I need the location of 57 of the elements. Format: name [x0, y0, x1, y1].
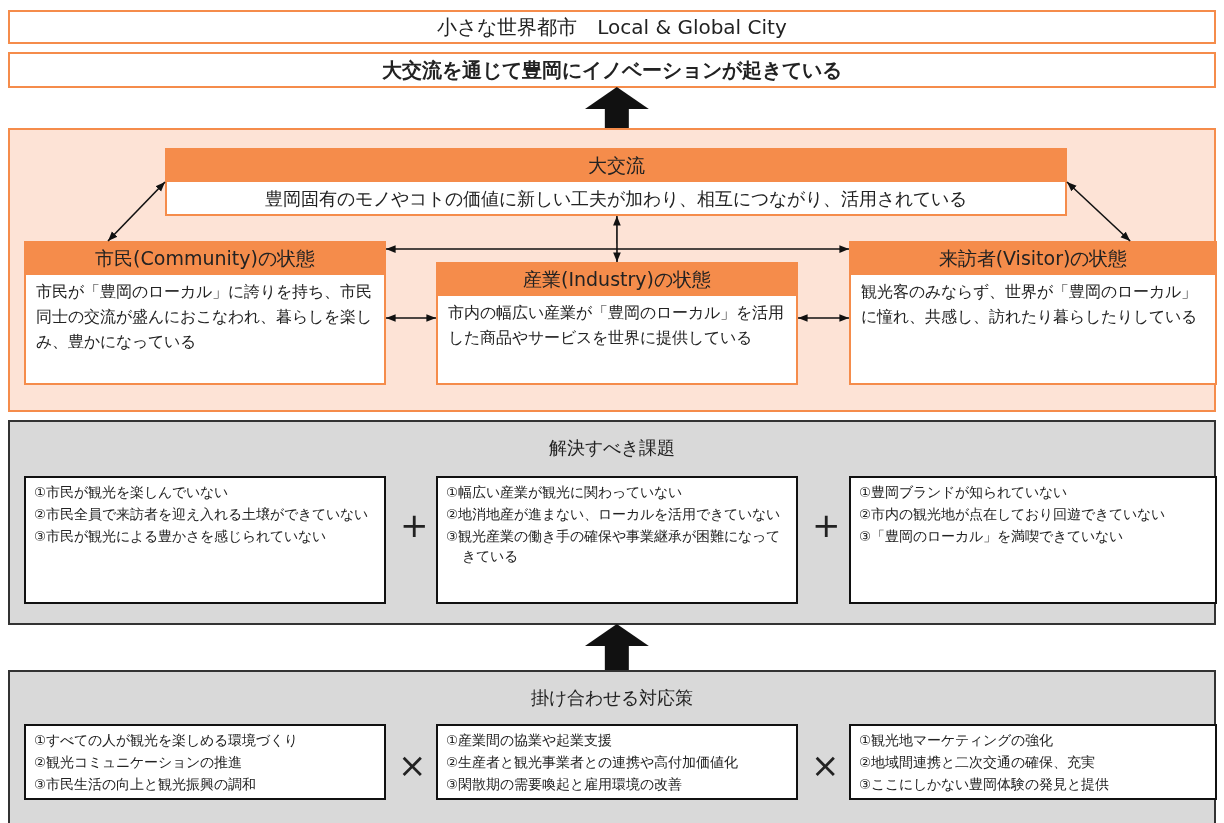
card-text: 豊岡固有のモノやコトの価値に新しい工夫が加わり、相互につながり、活用されている [264, 187, 968, 211]
list-item: ②市民全員で来訪者を迎え入れる土壌ができていない [34, 505, 370, 524]
arrow [385, 245, 850, 253]
list-box [436, 476, 798, 604]
heading-text: 大交流を通じて豊岡にイノベーションが起きている [382, 56, 842, 84]
list-box [849, 476, 1217, 604]
list-item: ③閑散期の需要喚起と雇用環境の改善 [446, 775, 684, 794]
list-item: ②観光コミュニケーションの推進 [34, 753, 244, 772]
list-item: ①産業間の協業や起業支援 [446, 731, 614, 750]
list-item: ①観光地マーケティングの強化 [859, 731, 1055, 750]
section-panel [8, 670, 1216, 823]
arrow [613, 215, 621, 263]
list-item: ①豊岡ブランドが知られていない [859, 483, 1069, 502]
list-item: ②生産者と観光事業者との連携や高付加価値化 [446, 753, 740, 772]
list-box [24, 476, 386, 604]
card-text: 観光客のみならず、世界が「豊岡のローカル」に憧れ、共感し、訪れたり暮らしたりしている [860, 281, 1198, 328]
list-box [849, 724, 1217, 800]
block-arrow [584, 624, 649, 670]
operator-sign: × [398, 748, 427, 782]
section-panel [8, 420, 1216, 625]
title-box [8, 10, 1216, 44]
arrow [107, 181, 166, 242]
card-heading: 市民(Community)の状態 [26, 243, 384, 275]
block-arrow [584, 87, 649, 128]
heading-text: 小さな世界都市 Local & Global City [437, 13, 787, 41]
panel-heading: 解決すべき課題 [549, 436, 675, 460]
panel-heading: 掛け合わせる対応策 [531, 686, 693, 710]
state-card [24, 241, 386, 385]
list-item: ②地域間連携と二次交通の確保、充実 [859, 753, 1097, 772]
card-text: 市内の幅広い産業が「豊岡のローカル」を活用した商品やサービスを世界に提供している [447, 302, 785, 349]
operator-sign: + [400, 508, 429, 542]
state-panel [8, 128, 1216, 412]
list-item: ③「豊岡のローカル」を満喫できていない [859, 527, 1125, 546]
arrow [797, 314, 850, 322]
list-item: ②市内の観光地が点在しており回遊できていない [859, 505, 1167, 524]
list-item: ③ここにしかない豊岡体験の発見と提供 [859, 775, 1111, 794]
operator-sign: × [811, 748, 840, 782]
list-box [436, 724, 798, 800]
arrow [1066, 181, 1131, 242]
list-item: ③観光産業の働き手の確保や事業継承が困難になってきている [446, 527, 782, 566]
title-box [8, 52, 1216, 88]
state-card [849, 241, 1217, 385]
list-item: ①市民が観光を楽しんでいない [34, 483, 230, 502]
card-heading: 大交流 [167, 150, 1065, 182]
state-card [165, 148, 1067, 216]
operator-sign: + [812, 508, 841, 542]
card-text: 市民が「豊岡のローカル」に誇りを持ち、市民同士の交流が盛んにおこなわれ、暮らしを楽しみ、豊かになっている [35, 281, 373, 353]
state-card [436, 262, 798, 385]
list-item: ③市民生活の向上と観光振興の調和 [34, 775, 258, 794]
list-item: ③市民が観光による豊かさを感じられていない [34, 527, 328, 546]
list-item: ①すべての人が観光を楽しめる環境づくり [34, 731, 300, 750]
list-item: ①幅広い産業が観光に関わっていない [446, 483, 684, 502]
list-box [24, 724, 386, 800]
card-heading: 産業(Industry)の状態 [438, 264, 796, 296]
arrow [385, 314, 437, 322]
card-heading: 来訪者(Visitor)の状態 [851, 243, 1215, 275]
list-item: ②地消地産が進まない、ローカルを活用できていない [446, 505, 782, 524]
